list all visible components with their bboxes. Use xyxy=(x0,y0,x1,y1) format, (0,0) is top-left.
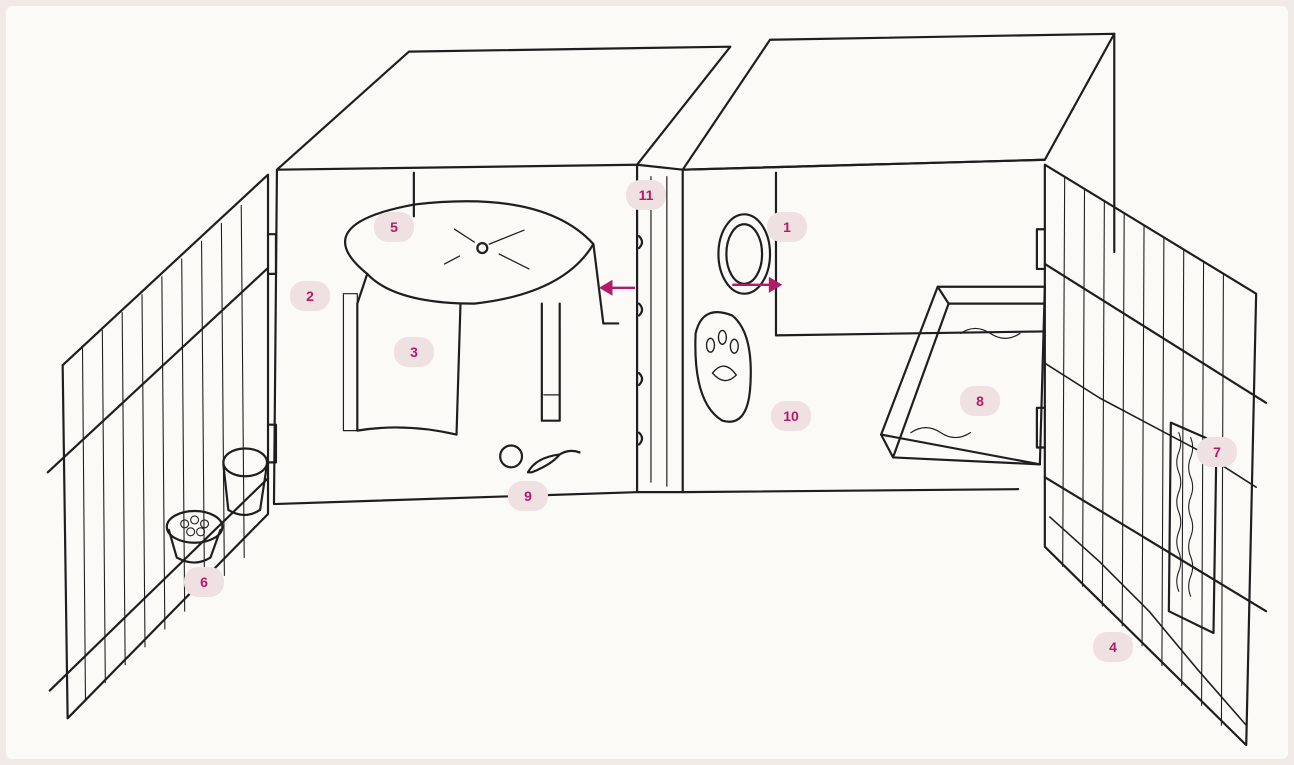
callout-7: 7 xyxy=(1197,437,1237,467)
left-door-hinges xyxy=(266,233,278,464)
callout-8: 8 xyxy=(960,386,1000,416)
food-bowl-1 xyxy=(165,509,224,544)
hanging-mat xyxy=(1167,421,1218,635)
right-box-floor xyxy=(681,488,1020,494)
right-box-back-wall xyxy=(681,32,1116,337)
round-window-inner xyxy=(725,223,764,285)
toy-ball xyxy=(499,444,524,469)
callout-5: 5 xyxy=(374,212,414,242)
paw-panel xyxy=(694,311,752,423)
toy-mouse xyxy=(526,449,581,474)
divider-clips xyxy=(637,235,644,446)
callout-9: 9 xyxy=(508,481,548,511)
water-bowl xyxy=(222,447,269,478)
callout-1: 1 xyxy=(767,212,807,242)
left-door-rails xyxy=(46,266,270,692)
right-door-rails xyxy=(1043,262,1268,613)
left-box-back-wall xyxy=(272,168,639,506)
right-box-roof xyxy=(681,32,1116,171)
right-door-cover xyxy=(1044,362,1257,727)
table-top xyxy=(344,200,595,305)
litter-tray xyxy=(880,285,1046,466)
divider-panel xyxy=(635,163,684,494)
callout-4: 4 xyxy=(1093,632,1133,662)
callout-6: 6 xyxy=(184,567,224,597)
callout-11: 11 xyxy=(626,180,666,210)
right-door xyxy=(1043,163,1258,747)
callout-3: 3 xyxy=(394,337,434,367)
round-window-outer xyxy=(717,213,772,295)
callout-10: 10 xyxy=(771,401,811,431)
table-legs xyxy=(540,243,620,422)
left-box-roof xyxy=(275,45,732,171)
left-door-bars xyxy=(81,204,245,702)
callout-2: 2 xyxy=(290,281,330,311)
left-door xyxy=(61,173,270,720)
figure-frame: 1 2 3 4 5 6 7 8 9 10 11 xyxy=(6,6,1288,759)
